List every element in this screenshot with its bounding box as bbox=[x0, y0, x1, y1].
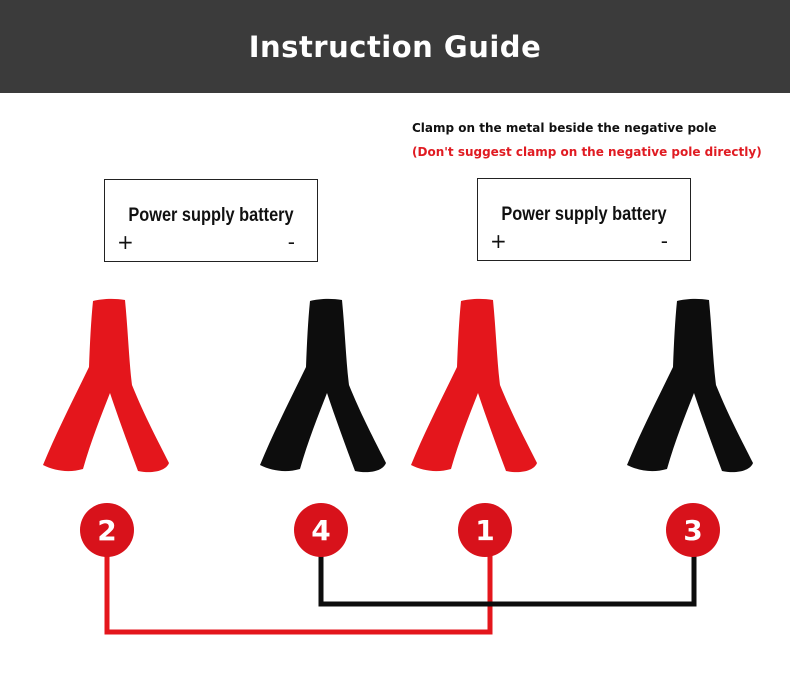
positive-terminal-sign: + bbox=[490, 229, 507, 253]
header-bar: Instruction Guide bbox=[0, 0, 790, 93]
svg-text:1: 1 bbox=[475, 514, 494, 547]
svg-text:4: 4 bbox=[311, 514, 330, 547]
black-cable bbox=[318, 545, 697, 607]
negative-terminal-sign: - bbox=[287, 230, 295, 254]
battery-box-right: Power supply battery + - bbox=[477, 178, 691, 261]
black-clamp-icon bbox=[260, 298, 386, 473]
step-badge-3: 3 bbox=[666, 503, 720, 557]
step-badge-4: 4 bbox=[294, 503, 348, 557]
battery-label: Power supply battery bbox=[128, 205, 294, 226]
step-badge-1: 1 bbox=[458, 503, 512, 557]
red-cable bbox=[104, 545, 493, 635]
battery-box-left: Power supply battery + - bbox=[104, 179, 318, 262]
svg-text:2: 2 bbox=[97, 514, 116, 547]
page-title: Instruction Guide bbox=[248, 29, 542, 64]
red-clamp-icon bbox=[43, 298, 169, 473]
red-clamp-icon bbox=[411, 298, 537, 473]
positive-terminal-sign: + bbox=[117, 230, 134, 254]
warning-note: (Don't suggest clamp on the negative pol… bbox=[412, 145, 762, 159]
step-badge-2: 2 bbox=[80, 503, 134, 557]
svg-text:3: 3 bbox=[683, 514, 702, 547]
negative-terminal-sign: - bbox=[660, 229, 668, 253]
instruction-note: Clamp on the metal beside the negative p… bbox=[412, 121, 717, 135]
black-clamp-icon bbox=[627, 298, 753, 473]
battery-label: Power supply battery bbox=[501, 204, 667, 225]
